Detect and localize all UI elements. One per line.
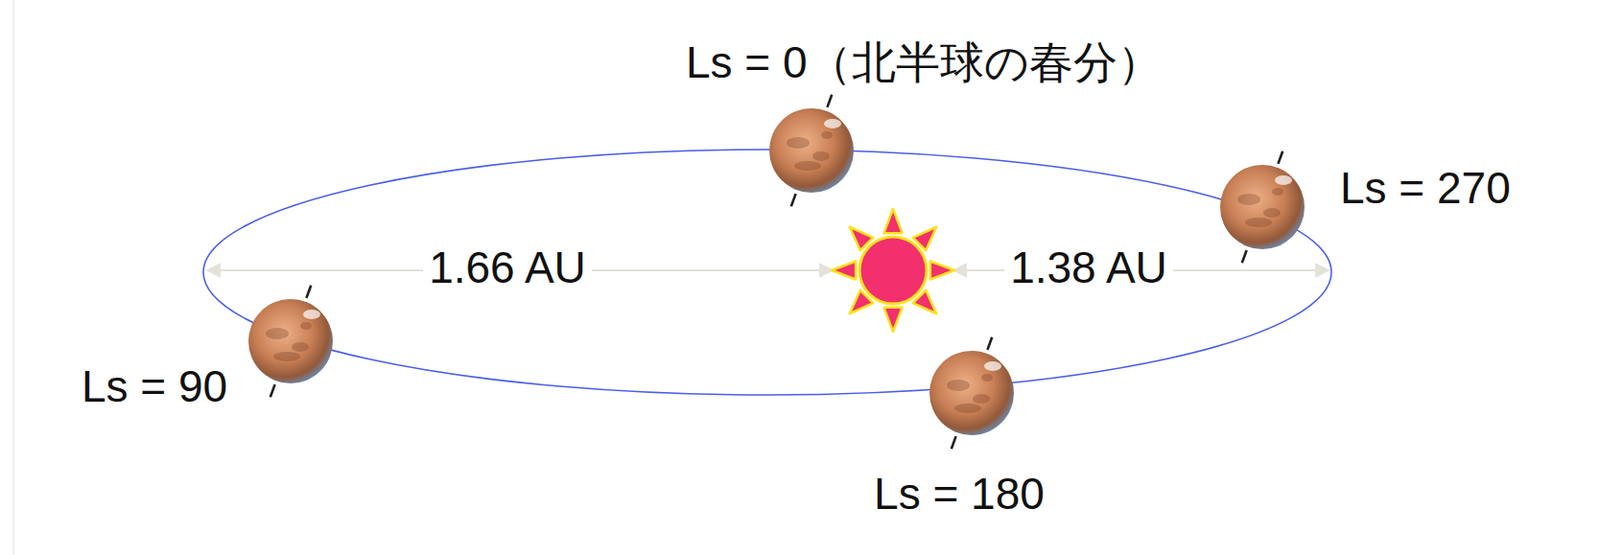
rotation-axis-tick xyxy=(1242,250,1248,263)
rotation-axis-tick xyxy=(270,384,276,398)
surface-marking xyxy=(981,374,993,382)
mars-planet xyxy=(1220,151,1305,264)
sun-disc xyxy=(859,236,927,305)
page-edge-line xyxy=(12,0,15,555)
rotation-axis-tick xyxy=(791,193,797,207)
surface-marking xyxy=(794,161,822,171)
sun-ray xyxy=(930,260,955,280)
mars-disc xyxy=(248,299,333,384)
polar-cap xyxy=(984,361,1002,372)
surface-marking xyxy=(273,352,301,362)
surface-marking xyxy=(1245,217,1272,228)
mars-planet xyxy=(769,94,854,208)
surface-marking xyxy=(786,137,810,149)
orbit-ellipse xyxy=(203,149,1332,396)
season-label: Ls = 180 xyxy=(873,468,1045,521)
surface-marking xyxy=(300,322,312,330)
mars-planet xyxy=(929,337,1014,450)
distance-label: 1.38 AU xyxy=(1004,241,1174,295)
surface-marking xyxy=(265,328,289,340)
season-label: Ls = 90 xyxy=(81,360,228,414)
rotation-axis-tick xyxy=(951,436,957,449)
sun-symbol xyxy=(831,209,955,332)
sun-ray xyxy=(831,260,856,280)
polar-cap xyxy=(823,118,842,129)
mars-disc xyxy=(769,108,854,193)
surface-marking xyxy=(954,403,982,414)
surface-marking xyxy=(1263,208,1281,218)
surface-marking xyxy=(1271,188,1284,196)
sun-ray xyxy=(883,209,902,234)
distance-label: 1.66 AU xyxy=(423,241,592,295)
surface-marking xyxy=(1237,193,1261,206)
rotation-axis-tick xyxy=(987,337,992,351)
mars-planets xyxy=(248,94,1305,450)
surface-marking xyxy=(291,342,309,353)
sun-ray xyxy=(883,307,902,332)
mars-planet xyxy=(248,285,333,399)
polar-cap xyxy=(1274,175,1293,186)
mars-disc xyxy=(1220,164,1305,250)
mars-disc xyxy=(929,351,1014,436)
surface-marking xyxy=(946,379,970,392)
rotation-axis-tick xyxy=(305,285,311,299)
season-label: Ls = 0（北半球の春分） xyxy=(685,36,1162,90)
polar-cap xyxy=(303,309,321,320)
season-label: Ls = 270 xyxy=(1340,162,1511,215)
rotation-axis-tick xyxy=(1277,151,1283,165)
surface-marking xyxy=(812,151,830,162)
surface-marking xyxy=(972,394,990,404)
rotation-axis-tick xyxy=(826,94,832,108)
surface-marking xyxy=(821,131,833,140)
